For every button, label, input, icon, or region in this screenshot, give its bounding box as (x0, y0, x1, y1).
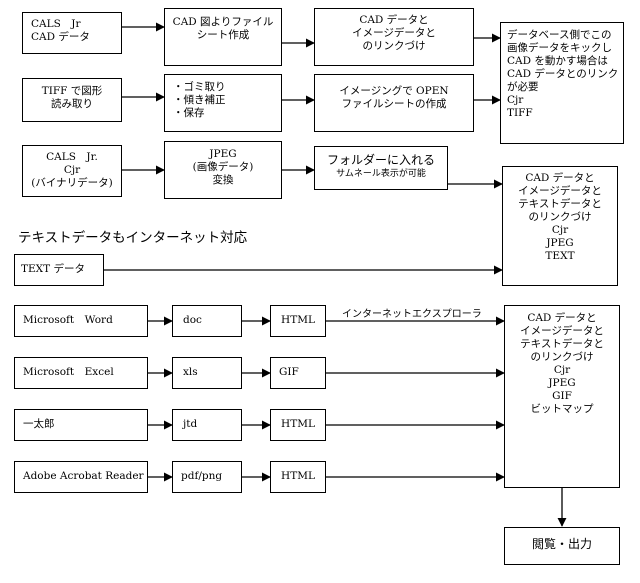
box-line: JPEG (548, 377, 576, 389)
box-line: CAD データと (525, 172, 595, 184)
box-out-word: HTML (270, 305, 326, 337)
box-line: xls (183, 366, 198, 378)
box-line: GIF (279, 366, 299, 378)
box-line: テキストデータと (520, 338, 604, 350)
box-app-ichitaro: 一太郎 (14, 409, 148, 441)
box-cad-image-text-link: CAD データと イメージデータと テキストデータと のリンクづけ Cjr JP… (502, 166, 618, 286)
box-line: のリンクづけ (528, 211, 592, 223)
box-line: Microsoft Excel (23, 366, 114, 378)
box-out-acrobat: HTML (270, 461, 326, 493)
box-line: 変換 (212, 174, 234, 186)
box-cleanup-steps: ・ゴミ取り ・傾き補正 ・保存 (164, 74, 282, 132)
box-line: TIFF (507, 107, 533, 119)
box-line: データベース側でこの (507, 29, 612, 41)
box-cals-jr-cad: CALS Jr CAD データ (22, 12, 122, 54)
box-line: ・保存 (173, 107, 205, 119)
box-app-acrobat: Adobe Acrobat Reader (14, 461, 148, 493)
box-line: サムネール表示が可能 (336, 169, 426, 179)
box-line: CALS Jr (31, 18, 81, 30)
box-line: CALS Jr. (46, 151, 98, 163)
box-cad-image-link: CAD データと イメージデータと のリンクづけ (314, 8, 474, 66)
box-app-word: Microsoft Word (14, 305, 148, 337)
box-out-ichitaro: HTML (270, 409, 326, 441)
box-line: テキストデータと (518, 198, 602, 210)
box-line: 一太郎 (23, 418, 55, 430)
box-out-excel: GIF (270, 357, 326, 389)
box-filesheet-create: CAD 図よりファイル シート作成 (164, 8, 282, 66)
section-heading: テキストデータもインターネット対応 (18, 230, 248, 246)
box-line: TEXT データ (21, 263, 85, 275)
box-all-data-link: CAD データと イメージデータと テキストデータと のリンクづけ Cjr JP… (504, 305, 620, 488)
box-line: doc (183, 314, 202, 326)
box-line: が必要 (507, 81, 539, 93)
box-line: CAD データと (527, 312, 597, 324)
box-line: イメージデータと (352, 27, 436, 39)
box-line: CAD 図よりファイル (172, 16, 274, 28)
box-line: フォルダーに入れる (326, 153, 435, 167)
box-line: GIF (552, 390, 572, 402)
box-line: Microsoft Word (23, 314, 113, 326)
box-line: CAD データ (31, 31, 90, 43)
box-line: (画像データ) (192, 161, 254, 173)
box-line: イメージデータと (520, 325, 604, 337)
box-view-output: 閲覧・出力 (504, 527, 620, 565)
box-line: 読み取り (51, 98, 93, 110)
box-text-data: TEXT データ (14, 254, 104, 286)
box-line: CAD データとのリンク (507, 68, 619, 80)
box-line: Cjr (63, 164, 81, 176)
box-line: ・ゴミ取り (173, 81, 226, 93)
box-line: TEXT (545, 250, 575, 262)
box-line: のリンクづけ (530, 351, 594, 363)
box-line: JPEG (209, 148, 237, 160)
box-line: ビットマップ (530, 403, 594, 415)
box-ext-xls: xls (172, 357, 242, 389)
box-line: のリンクづけ (362, 40, 426, 52)
box-line: TIFF で図形 (41, 85, 103, 97)
box-ext-jtd: jtd (172, 409, 242, 441)
box-ext-doc: doc (172, 305, 242, 337)
box-line: pdf/png (181, 470, 223, 482)
box-line: HTML (281, 418, 315, 430)
box-line: シート作成 (196, 29, 250, 41)
box-line: CAD を動かす場合は (507, 55, 608, 67)
browser-label: インターネットエクスプローラ (342, 309, 482, 320)
box-line: Cjr (553, 364, 571, 376)
box-line: ・傾き補正 (173, 94, 226, 106)
box-line: Cjr (507, 94, 524, 106)
box-ext-pdf: pdf/png (172, 461, 242, 493)
box-line: イメージデータと (518, 185, 602, 197)
box-folder: フォルダーに入れる サムネール表示が可能 (314, 146, 448, 190)
box-line: イメージングで OPEN (339, 85, 449, 97)
box-line: Cjr (551, 224, 569, 236)
box-line: JPEG (546, 237, 574, 249)
box-line: (バイナリデータ) (31, 177, 113, 189)
box-jpeg-convert: JPEG (画像データ) 変換 (164, 141, 282, 199)
box-line: 閲覧・出力 (531, 537, 592, 551)
box-line: Adobe Acrobat Reader (23, 470, 144, 482)
box-line: ファイルシートの作成 (341, 98, 447, 110)
box-line: HTML (281, 470, 315, 482)
box-line: 画像データをキックし (507, 42, 612, 54)
box-imaging-open: イメージングで OPEN ファイルシートの作成 (314, 74, 474, 132)
box-database-note: データベース側でこの 画像データをキックし CAD を動かす場合は CAD デー… (500, 22, 624, 144)
box-line: jtd (183, 418, 198, 430)
box-app-excel: Microsoft Excel (14, 357, 148, 389)
box-cals-cjr-binary: CALS Jr. Cjr (バイナリデータ) (22, 145, 122, 197)
box-tiff-scan: TIFF で図形 読み取り (22, 78, 122, 122)
box-line: HTML (281, 314, 315, 326)
box-line: CAD データと (359, 14, 429, 26)
